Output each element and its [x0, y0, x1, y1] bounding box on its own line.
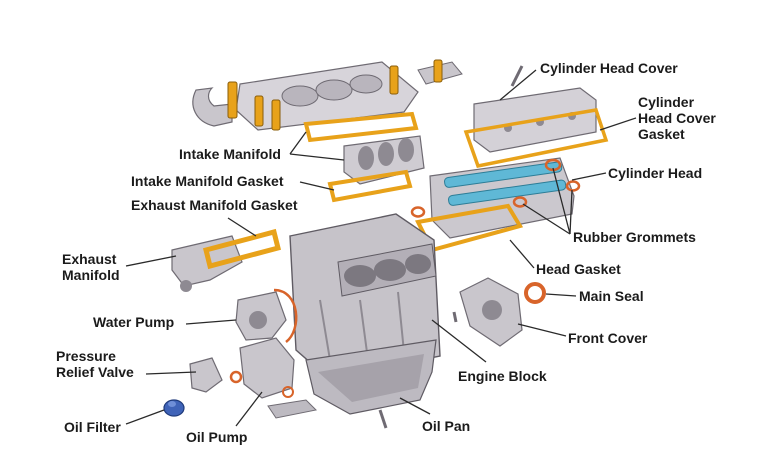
label-line: Gasket [638, 126, 685, 142]
cylinder-head-part [429, 157, 575, 239]
label-line: Cylinder [638, 94, 695, 110]
oil-filter-part [163, 399, 185, 417]
main-seal-part [524, 282, 546, 304]
label-line: Head Cover [638, 110, 716, 126]
leader-cylinder-head-cover [499, 69, 537, 101]
label-cylinder-head: Cylinder Head [608, 165, 703, 181]
label-line: Relief Valve [56, 364, 134, 380]
leader-oil-pump [235, 391, 263, 427]
fasteners-part [378, 311, 458, 429]
leader-grommet-1 [552, 167, 571, 235]
intake-plenum-part [192, 59, 463, 131]
leader-intake-manifold-gasket [299, 181, 335, 191]
label-pressure-relief-valve: Pressure Relief Valve [56, 348, 134, 380]
leader-water-pump [185, 319, 237, 325]
leader-engine-block [431, 319, 487, 363]
oil-pump-part [239, 337, 318, 419]
label-intake-manifold-gasket: Intake Manifold Gasket [131, 173, 284, 189]
label-main-seal: Main Seal [579, 288, 644, 304]
leader-cylinder-head-cover-gasket [599, 117, 637, 131]
leader-main-seal [545, 293, 577, 297]
leader-oil-pan [399, 397, 431, 415]
leader-front-cover [517, 323, 567, 337]
label-cylinder-head-cover-gasket: Cylinder Head Cover Gasket [638, 94, 716, 142]
label-engine-block: Engine Block [458, 368, 547, 384]
label-intake-manifold: Intake Manifold [179, 146, 281, 162]
leader-oil-filter [125, 409, 165, 425]
water-pump-part [235, 288, 298, 343]
label-water-pump: Water Pump [93, 314, 175, 330]
label-front-cover: Front Cover [568, 330, 648, 346]
cylinder-head-cover-gasket-part [463, 108, 609, 169]
label-line: Exhaust [62, 251, 117, 267]
label-cylinder-head-cover: Cylinder Head Cover [540, 60, 678, 76]
leader-cylinder-head [571, 172, 607, 181]
label-line: Manifold [62, 267, 120, 283]
plenum-gasket-part [303, 111, 419, 143]
leader-head-gasket [509, 239, 535, 269]
label-oil-filter: Oil Filter [64, 419, 121, 435]
leader-exhaust-manifold-gasket [227, 217, 257, 237]
leader-grommet-2 [569, 189, 573, 235]
label-exhaust-manifold: Exhaust Manifold [62, 251, 120, 283]
leader-pressure-relief-valve [145, 371, 197, 375]
exhaust-manifold-gasket-part [202, 228, 282, 270]
front-cover-part [459, 277, 523, 347]
label-exhaust-manifold-gasket: Exhaust Manifold Gasket [131, 197, 298, 213]
leader-lines [125, 69, 637, 427]
leader-exhaust-manifold [125, 255, 177, 267]
leader-intake-manifold [289, 153, 345, 161]
label-head-gasket: Head Gasket [536, 261, 621, 277]
label-rubber-grommets: Rubber Grommets [573, 229, 696, 245]
cylinder-head-cover-part [473, 65, 597, 153]
leader-intake-manifold-upper [289, 131, 307, 155]
pressure-relief-valve-part [189, 357, 243, 393]
leader-grommet-3 [522, 203, 571, 235]
engine-block-part [289, 213, 441, 379]
label-oil-pump: Oil Pump [186, 429, 248, 445]
label-line: Pressure [56, 348, 116, 364]
intake-manifold-gasket-part [327, 169, 413, 203]
oil-pan-part [305, 339, 437, 415]
label-oil-pan: Oil Pan [422, 418, 471, 434]
